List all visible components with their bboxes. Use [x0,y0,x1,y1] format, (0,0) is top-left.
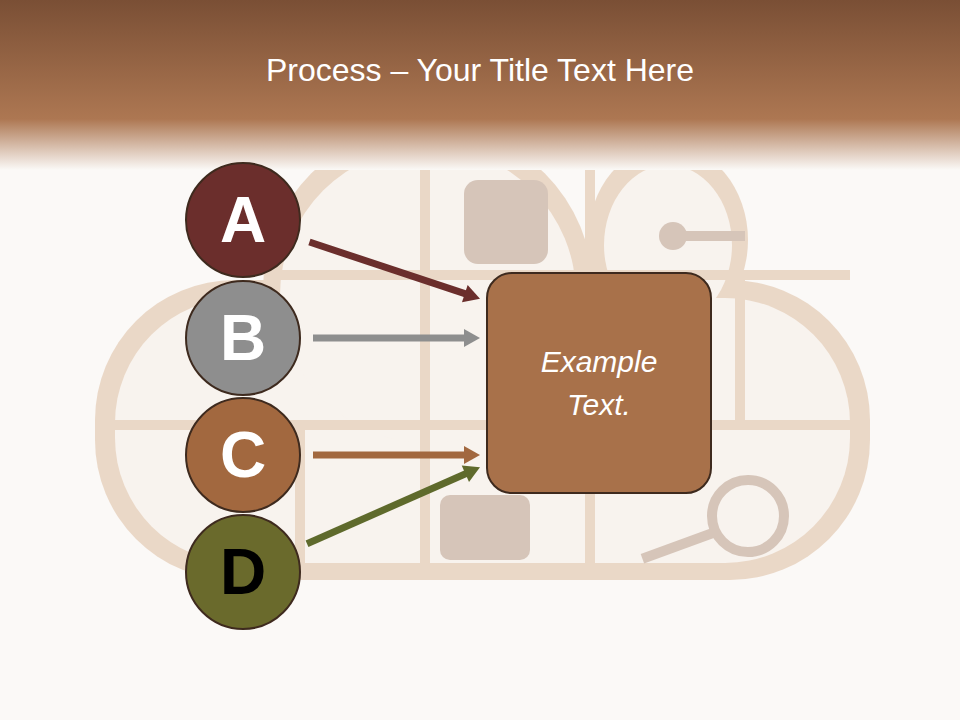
arrow-connector [313,329,480,347]
box-text: Example Text. [519,340,679,427]
arrow-head [464,329,480,347]
step-letter: A [220,174,266,267]
step-letter: D [220,526,266,619]
slide-title: Process – Your Title Text Here [0,52,960,89]
arrow-connector [307,466,480,544]
arrow-line [313,335,468,342]
cloud-shelf [95,125,870,580]
process-box: Example Text. [486,272,712,494]
step-circle: B [185,280,301,396]
arrow-head [462,466,480,482]
arrow-line [313,452,468,459]
step-circle: D [185,514,301,630]
step-letter: B [220,292,266,385]
arrow-connector [309,242,480,302]
arrow-line [307,472,469,544]
arrow-head [462,285,480,302]
step-letter: C [220,409,266,502]
title-text: Process – Your Title Text Here [266,52,694,88]
step-circle: C [185,397,301,513]
step-circle: A [185,162,301,278]
header-band [0,0,960,170]
arrow-line [309,242,468,295]
arrow-connector [313,446,480,464]
arrow-head [464,446,480,464]
